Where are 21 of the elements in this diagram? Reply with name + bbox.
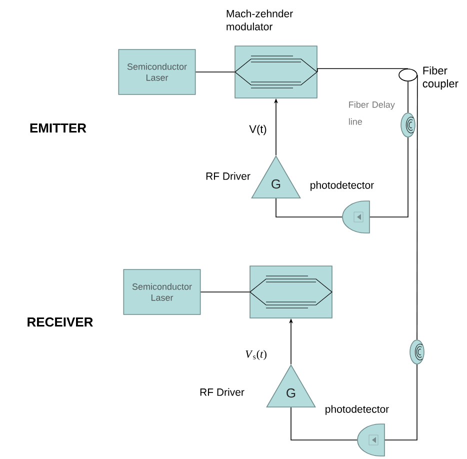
connector bbox=[370, 137, 408, 218]
component-label: photodetector bbox=[310, 181, 374, 191]
component-label: Mach-zehnder modulator bbox=[226, 10, 293, 30]
connector bbox=[416, 74, 418, 340]
delay-coil bbox=[410, 340, 424, 364]
connector bbox=[290, 407, 358, 440]
connector bbox=[276, 198, 342, 218]
component-label: photodetector bbox=[326, 405, 389, 415]
component-label: Fiber Delay line bbox=[349, 101, 395, 125]
connector bbox=[317, 68, 408, 72]
section-label: EMITTER bbox=[30, 124, 86, 132]
edge-label: V$_{s}$(t) bbox=[244, 349, 268, 361]
connector bbox=[384, 364, 418, 440]
section-label: RECEIVER bbox=[28, 317, 93, 327]
edge-label: V(t) bbox=[248, 124, 268, 136]
laser-box: Semiconductor Laser bbox=[118, 49, 196, 95]
component-label: Fiber coupler bbox=[422, 66, 458, 90]
modulator-box bbox=[250, 266, 332, 318]
component-label: RF Driver bbox=[200, 388, 244, 396]
laser-box: Semiconductor Laser bbox=[123, 269, 201, 315]
component-label: RF Driver bbox=[206, 172, 250, 180]
